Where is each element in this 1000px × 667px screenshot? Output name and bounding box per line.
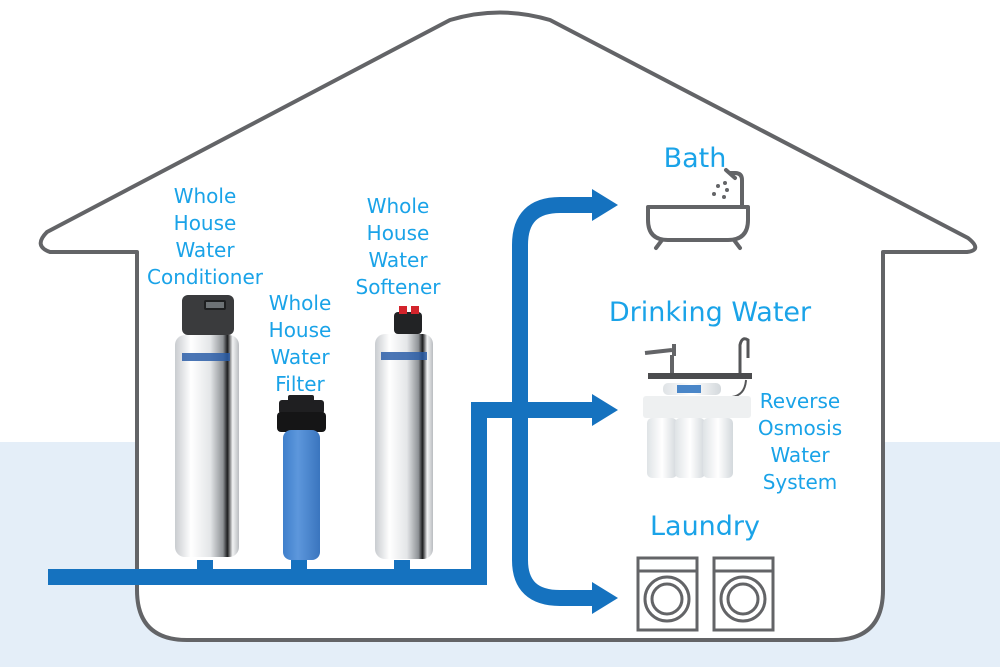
arrow-to-laundry (592, 582, 618, 614)
branch-pipe-vertical (512, 197, 594, 606)
washing-machine-icon (636, 556, 775, 632)
filter-label: Whole House Water Filter (268, 291, 332, 396)
ro-system-label: Reverse Osmosis Water System (757, 389, 843, 494)
house-outline (38, 10, 978, 642)
bath-label: Bath (663, 143, 727, 174)
laundry-label: Laundry (649, 511, 761, 542)
reverse-osmosis-system-icon (643, 337, 752, 478)
main-pipe (48, 402, 592, 585)
drinking-water-label: Drinking Water (608, 297, 812, 328)
arrow-to-bath (592, 189, 618, 221)
arrow-to-drinking (592, 394, 618, 426)
bathtub-icon (646, 168, 750, 250)
water-conditioner-tank-icon (175, 295, 239, 557)
conditioner-label: Whole House Water Conditioner (147, 184, 263, 289)
softener-label: Whole House Water Softener (355, 194, 441, 299)
pipe-network (48, 197, 594, 606)
water-filter-housing-icon (277, 395, 326, 560)
water-softener-tank-icon (375, 306, 433, 559)
